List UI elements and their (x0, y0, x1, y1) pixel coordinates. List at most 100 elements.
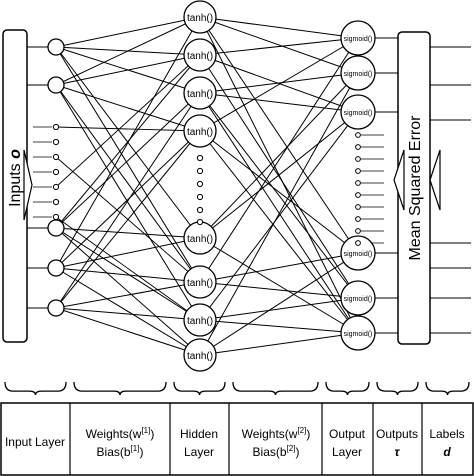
edge-w1 (55, 307, 201, 356)
edge-w1 (55, 227, 201, 239)
output-node-small (355, 228, 361, 234)
inputs-symbol: o (7, 149, 24, 159)
hidden-node-small (196, 167, 204, 175)
hidden-node (183, 338, 217, 372)
output-node-small (355, 216, 361, 222)
legend-hidden-line2: Layer (184, 445, 214, 459)
edge-w1 (55, 16, 201, 48)
legend-input-layer: Input Layer (5, 435, 65, 449)
hidden-node-label: tanh() (187, 89, 213, 100)
hidden-node (183, 76, 217, 110)
output-node-small (355, 156, 361, 162)
edge-w1 (55, 227, 201, 321)
legend-hidden-line1: Hidden (180, 427, 218, 441)
output-node (340, 280, 376, 316)
edge-w1 (55, 281, 201, 309)
hidden-layer-nodes: tanh()tanh()tanh()tanh()tanh()tanh()tanh… (183, 0, 217, 372)
layer-brace (376, 381, 419, 396)
layer-brace (4, 381, 67, 396)
edge-w1 (55, 267, 201, 356)
input-node (47, 76, 65, 94)
edge-w1 (55, 84, 201, 283)
legend-labels-line1: Labels (429, 427, 464, 441)
hidden-node-label: tanh() (187, 127, 213, 138)
edge-w2 (199, 37, 359, 56)
edge-w1 (55, 267, 201, 283)
edge-w1 (55, 54, 201, 86)
edge-w2 (199, 37, 359, 283)
input-node (47, 259, 65, 277)
edge-w1 (55, 84, 201, 321)
output-node (340, 94, 376, 130)
hidden-node-small (196, 193, 204, 201)
edge-w1 (55, 16, 201, 269)
edge-w2 (199, 37, 359, 132)
legend-outputs-line1: Outputs (376, 427, 418, 441)
mse-box: Mean Squared Error (393, 31, 441, 345)
input-node-small (52, 183, 60, 191)
hidden-node-label: tanh() (187, 51, 213, 62)
input-node-small (52, 213, 60, 221)
hidden-node-small (196, 218, 204, 226)
edge-w1 (55, 237, 201, 269)
legend-labels-symbol: d (443, 445, 451, 459)
edge-w2 (199, 16, 359, 254)
input-node-small (52, 168, 60, 176)
edge-w2 (199, 252, 359, 283)
output-node-small (355, 240, 361, 246)
svg-text:Inputs o: Inputs o (7, 149, 24, 207)
edge-w1 (55, 307, 201, 321)
mse-label: Mean Squared Error (407, 115, 424, 261)
edge-w2 (199, 92, 359, 299)
layer-brace (325, 381, 370, 396)
edge-w1 (55, 92, 201, 229)
edge-w2 (199, 130, 359, 254)
hidden-node-small (196, 154, 204, 162)
legend-bias2: Bias(b[2]) (253, 444, 300, 459)
layer-brace (173, 381, 226, 396)
output-node (340, 315, 376, 351)
output-node (340, 55, 376, 91)
edge-w2 (199, 319, 359, 334)
edge-w2 (199, 281, 359, 299)
layer-brace (73, 381, 167, 396)
edge-w2 (199, 72, 359, 356)
legend-output-line2: Layer (332, 445, 362, 459)
edge-w1 (55, 227, 201, 356)
edge-w1 (55, 156, 201, 283)
hidden-node-label: tanh() (187, 13, 213, 24)
input-node-small (52, 153, 60, 161)
hidden-node-label: tanh() (187, 351, 213, 362)
output-node (340, 235, 376, 271)
layer-braces (4, 381, 470, 396)
edge-w1 (55, 92, 201, 309)
output-node-small (355, 168, 361, 174)
hidden-node-small (196, 180, 204, 188)
inputs-box: Inputs o (2, 29, 33, 343)
edge-w1 (55, 130, 201, 269)
layer-brace (232, 381, 319, 396)
input-node (47, 299, 65, 317)
output-layer-nodes: sigmoid()sigmoid()sigmoid()sigmoid()sigm… (340, 20, 376, 351)
legend-table: Input Layer Weights(w[1]) Bias(b[1]) Hid… (0, 402, 474, 476)
output-node-small (355, 204, 361, 210)
edge-w2 (199, 54, 359, 299)
edge-w2 (199, 332, 359, 356)
output-node-label: sigmoid() (344, 71, 373, 78)
edge-w2 (199, 111, 359, 321)
layer-brace (425, 381, 470, 396)
edge-w2 (199, 130, 359, 334)
hidden-node-small (196, 206, 204, 214)
edge-w2 (199, 297, 359, 321)
edge-w2 (199, 237, 359, 334)
input-node-small (52, 123, 60, 131)
io-stub-lines (27, 37, 471, 334)
edge-w1 (55, 54, 201, 188)
output-node-label: sigmoid() (344, 331, 373, 338)
edge-w1 (55, 16, 201, 86)
edge-w1 (55, 84, 201, 132)
hidden-node-label: tanh() (187, 234, 213, 245)
output-node-label: sigmoid() (344, 296, 373, 303)
edge-w2 (199, 72, 359, 94)
